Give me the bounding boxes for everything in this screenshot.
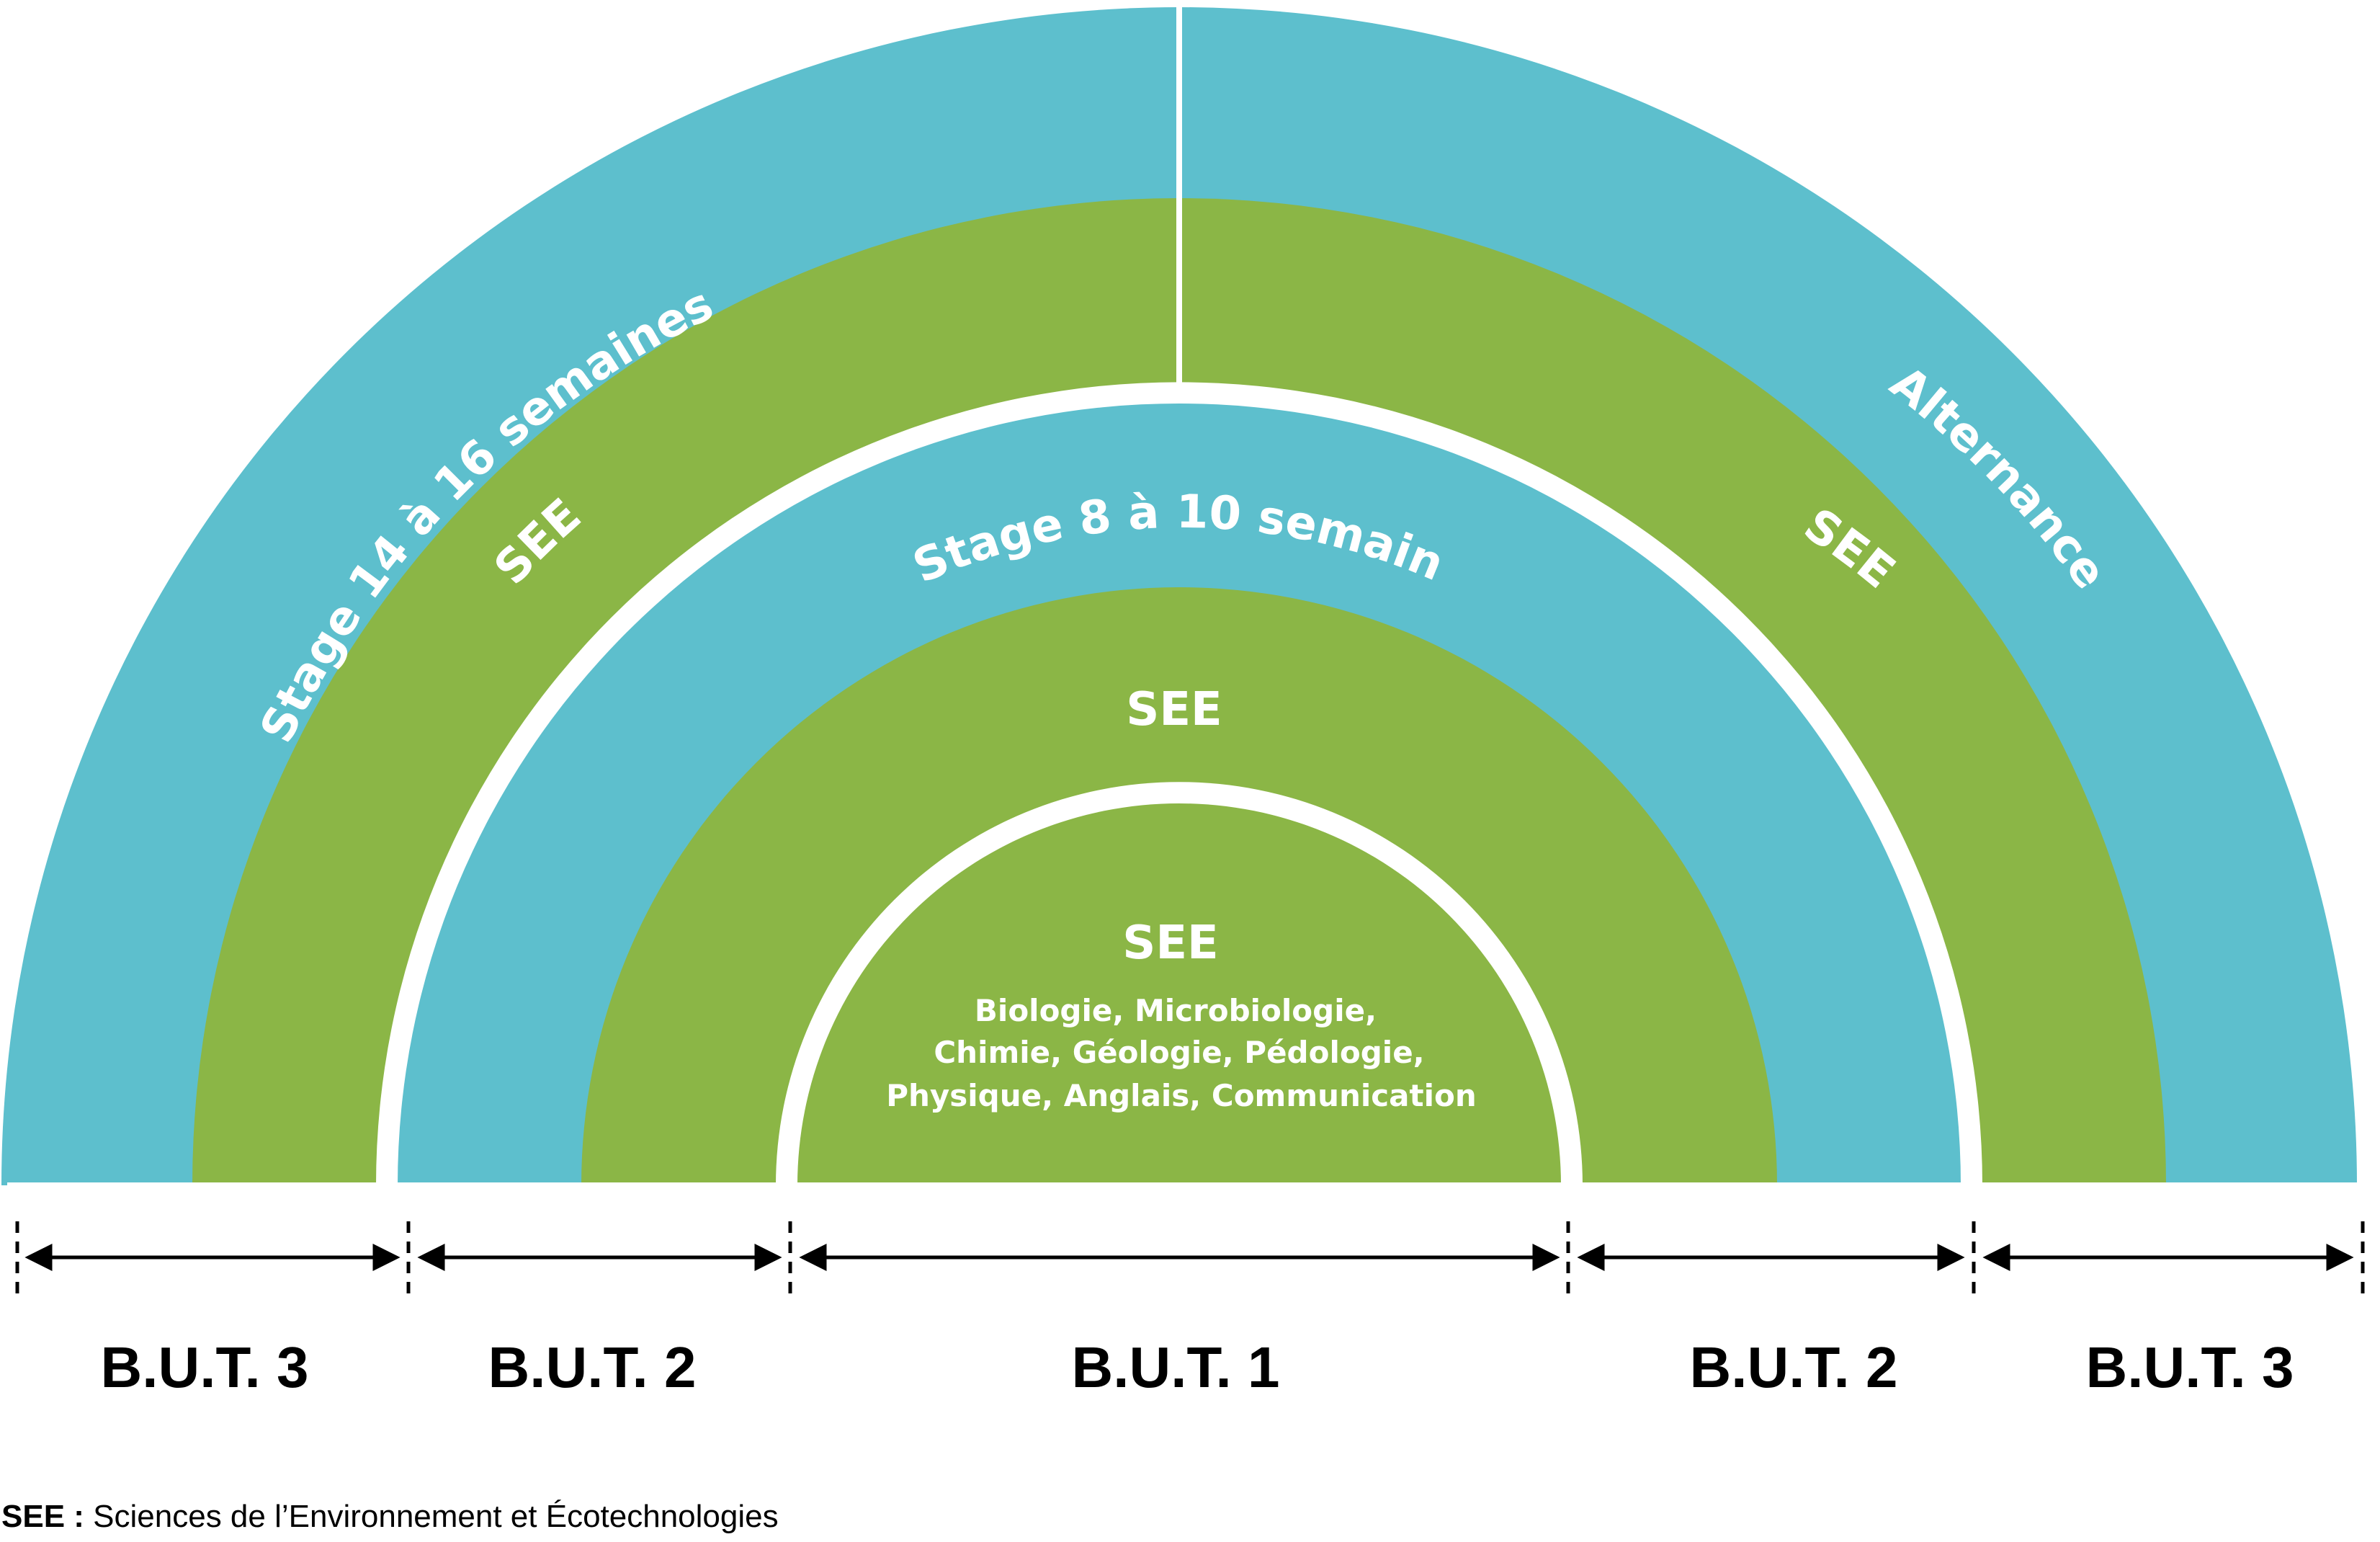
core-title-label: SEE <box>1122 917 1219 970</box>
but-label-left-3: B.U.T. 3 <box>101 1335 309 1399</box>
inner-ring-label: SEE <box>1126 683 1222 736</box>
but-label-center-1: B.U.T. 1 <box>1072 1335 1280 1399</box>
but-label-right-2: B.U.T. 2 <box>1690 1335 1898 1399</box>
core-green <box>797 803 1561 1185</box>
but-label-right-3: B.U.T. 3 <box>2086 1335 2294 1399</box>
core-subjects-line-1: Biologie, Microbiologie, <box>975 993 1377 1028</box>
arrow-but2-right <box>1577 1243 1965 1272</box>
but-label-left-2: B.U.T. 2 <box>488 1335 697 1399</box>
arrow-but3-left <box>24 1243 401 1272</box>
core-subjects-line-3: Physique, Anglais, Communication <box>886 1078 1477 1113</box>
core-subjects-line-2: Chimie, Géologie, Pédologie, <box>934 1035 1424 1070</box>
arrow-but2-left <box>417 1243 782 1272</box>
legend-definition: Sciences de l’Environnement et Écotechno… <box>93 1499 779 1534</box>
legend-term: SEE : <box>1 1499 84 1534</box>
arrow-but1 <box>799 1243 1560 1272</box>
arrow-but3-right <box>1982 1243 2354 1272</box>
arrows <box>24 1243 2354 1272</box>
legend: SEE : Sciences de l’Environnement et Éco… <box>1 1499 779 1535</box>
